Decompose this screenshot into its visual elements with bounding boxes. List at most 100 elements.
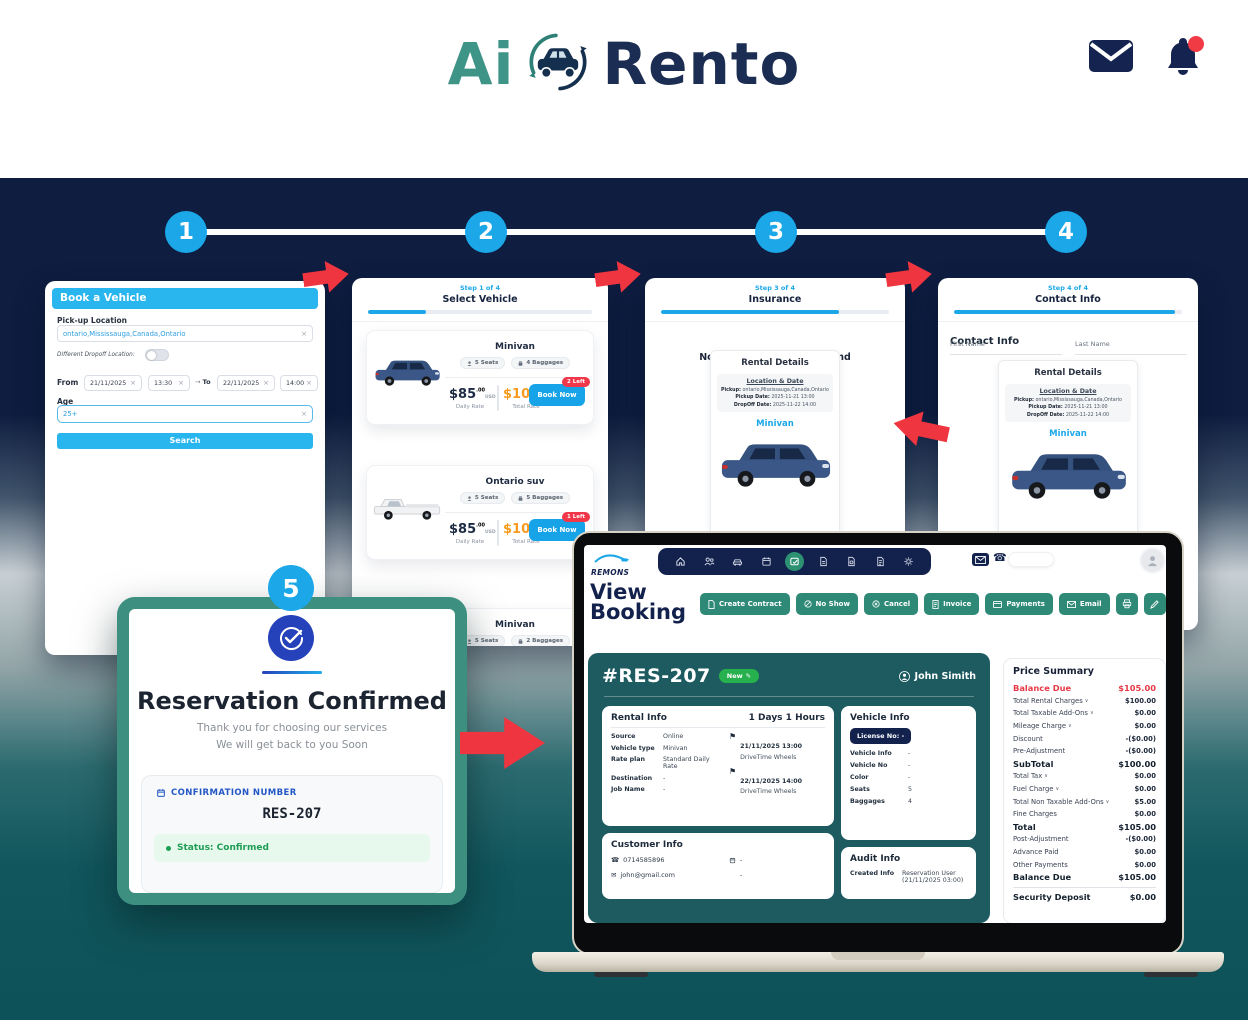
brand-logo: Ai Rento	[0, 28, 1248, 100]
confirmed-check-icon	[268, 615, 314, 661]
user-avatar[interactable]	[1139, 547, 1166, 574]
license-no-badge[interactable]: License No: -	[850, 728, 912, 744]
to-date-input[interactable]: 22/11/2025 ×	[217, 375, 275, 391]
search-button[interactable]: Search	[57, 433, 313, 449]
chevron-down-icon: ∨	[1105, 798, 1110, 805]
search-pill[interactable]	[1008, 552, 1054, 567]
reports-icon[interactable]	[871, 552, 890, 571]
vehicle-card-minivan[interactable]: Minivan 5 Seats 4 Baggages $85.00USD Dai…	[366, 330, 594, 425]
dropoff-toggle[interactable]	[145, 349, 169, 361]
print-button[interactable]	[1115, 593, 1138, 615]
pickup-truck-image	[373, 499, 441, 521]
step-label: Step 1 of 4	[460, 284, 500, 292]
clear-icon[interactable]: ×	[306, 379, 312, 387]
payments-icon	[993, 600, 1003, 608]
confirmation-number-box: CONFIRMATION NUMBER RES-207 Status: Conf…	[141, 775, 443, 893]
to-label: To	[202, 378, 211, 386]
edit-button[interactable]	[1143, 593, 1166, 615]
laptop-foot	[1144, 972, 1198, 977]
invoice-button[interactable]: Invoice	[924, 593, 980, 615]
seat-icon	[467, 638, 472, 644]
chevron-down-icon: ∨	[1089, 710, 1094, 717]
bell-notification-icon[interactable]	[1160, 34, 1206, 84]
contracts-icon[interactable]	[814, 552, 833, 571]
step-label: Step 3 of 4	[755, 284, 795, 292]
price-row: Fine Charges$0.00	[1013, 810, 1156, 819]
age-label: Age	[57, 397, 74, 406]
laptop-nav	[658, 548, 931, 575]
clear-icon[interactable]: ×	[178, 379, 184, 387]
first-name-input[interactable]	[950, 354, 1062, 355]
user-icon	[898, 670, 910, 682]
pickup-location-input[interactable]: ontario,Mississauga,Canada,Ontario ×	[57, 325, 313, 342]
seats-badge: 5 Seats	[459, 492, 506, 504]
clear-icon[interactable]: ×	[301, 329, 307, 338]
price-row: Pre-Adjustment-($0.00)	[1013, 747, 1156, 756]
location-date-link[interactable]: Location & Date	[1039, 388, 1097, 395]
create-contract-button[interactable]: Create Contract	[700, 593, 790, 615]
confirmation-number-value: RES-207	[262, 806, 322, 822]
to-time-value: 14:00	[286, 379, 305, 387]
price-row[interactable]: Total Rental Charges∨$100.00	[1013, 696, 1156, 705]
settings-icon[interactable]	[899, 552, 918, 571]
calendar-icon	[157, 789, 165, 797]
vehicle-card-ontario-suv[interactable]: Ontario suv 5 Seats 5 Baggages $85.00USD…	[366, 465, 594, 560]
selected-vehicle-name: Minivan	[1049, 428, 1087, 439]
baggage-icon	[518, 495, 523, 501]
edit-icon: ✎	[745, 672, 752, 680]
bookings-icon[interactable]	[785, 552, 804, 571]
from-date-input[interactable]: 21/11/2025 ×	[84, 375, 142, 391]
from-time-input[interactable]: 13:30 ×	[148, 375, 190, 391]
chevron-down-icon: ∨	[1084, 697, 1089, 704]
price-row[interactable]: Total Non Taxable Add-Ons∨$5.00	[1013, 797, 1156, 806]
chevron-down-icon: ∨	[1068, 723, 1072, 730]
email-button[interactable]: Email	[1058, 593, 1110, 615]
seats-badge: 5 Seats	[459, 357, 506, 369]
email-icon	[1067, 600, 1076, 608]
location-date-link[interactable]: Location & Date	[746, 378, 804, 385]
mail-icon[interactable]	[972, 553, 989, 566]
price-row[interactable]: Fuel Charge∨$0.00	[1013, 785, 1156, 794]
baggages-badge: 4 Baggages	[511, 357, 571, 369]
clear-icon[interactable]: ×	[263, 379, 269, 387]
no-show-button[interactable]: No Show	[795, 593, 858, 615]
calendar-icon[interactable]	[757, 552, 776, 571]
baggage-icon	[518, 638, 523, 644]
flag-icon: ⚑	[729, 732, 737, 741]
clear-icon[interactable]: ×	[301, 410, 307, 418]
clear-icon[interactable]: ×	[130, 379, 136, 387]
first-name-label: First Name	[950, 340, 985, 348]
edit-icon	[1150, 599, 1159, 609]
phone-icon[interactable]: ☎	[993, 551, 1007, 564]
customers-icon[interactable]	[700, 552, 719, 571]
cancel-button[interactable]: Cancel	[863, 593, 919, 615]
price-row[interactable]: Total Tax∨$0.00	[1013, 772, 1156, 781]
progress-fill	[954, 310, 1176, 314]
home-icon[interactable]	[671, 552, 690, 571]
availability-badge: 1 Left	[562, 512, 590, 522]
minivan-image	[1012, 453, 1126, 499]
step-title: Insurance	[748, 294, 802, 305]
daily-rate: $85.00USD Daily Rate	[449, 522, 496, 545]
step-title: Contact Info	[1035, 294, 1101, 305]
vehicles-icon[interactable]	[728, 552, 747, 571]
last-name-input[interactable]	[1075, 354, 1187, 355]
payments-button[interactable]: Payments	[985, 593, 1053, 615]
thank-you-text: Thank you for choosing our services	[196, 722, 388, 734]
book-now-button[interactable]: Book Now 1 Left	[529, 512, 590, 541]
price-row[interactable]: Mileage Charge∨$0.00	[1013, 722, 1156, 731]
no-show-icon	[803, 600, 812, 608]
print-icon	[1122, 599, 1131, 609]
calendar-icon	[729, 857, 736, 863]
invoices-icon[interactable]	[842, 552, 861, 571]
vehicle-name: Minivan	[495, 620, 535, 630]
book-now-button[interactable]: Book Now 2 Left	[529, 377, 590, 406]
price-row[interactable]: Total Taxable Add-Ons∨$0.00	[1013, 709, 1156, 718]
page-title: View Booking	[590, 580, 687, 624]
logo-ai-text: Ai	[447, 30, 515, 98]
progress-bar	[368, 310, 592, 314]
to-time-input[interactable]: 14:00 ×	[280, 375, 318, 391]
customer-chip[interactable]: John Simith	[898, 670, 976, 682]
age-input[interactable]: 25+ ×	[57, 405, 313, 423]
mail-icon[interactable]	[1088, 38, 1134, 78]
